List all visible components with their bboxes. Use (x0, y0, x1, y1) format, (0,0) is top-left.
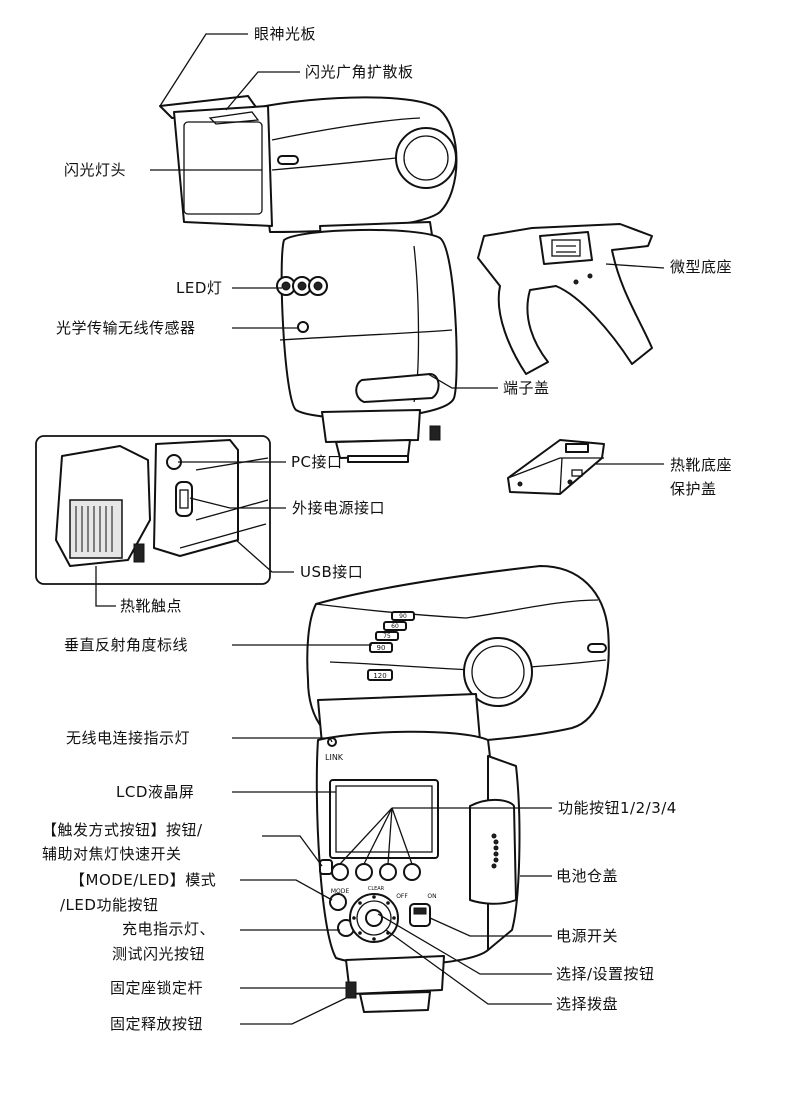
label-wide-panel: 闪光广角扩散板 (305, 63, 414, 81)
label-terminal-cover: 端子盖 (503, 379, 550, 397)
label-ready-2: 测试闪光按钮 (112, 945, 206, 963)
angle-mark-2: 60 (391, 623, 399, 630)
label-lcd: LCD液晶屏 (116, 783, 195, 801)
label-optical-sensor: 光学传输无线传感器 (56, 319, 196, 337)
label-ext-power: 外接电源接口 (292, 499, 386, 517)
angle-mark-3: 75 (383, 633, 391, 640)
label-set-button: 选择/设置按钮 (556, 965, 655, 983)
link-mark: LINK (325, 753, 344, 762)
hotshoe-cap-illustration (507, 439, 605, 495)
power-switch (409, 903, 431, 927)
label-ready-1: 充电指示灯、 (122, 920, 216, 938)
label-flash-head: 闪光灯头 (64, 161, 127, 179)
terminal-cover (355, 373, 440, 403)
label-trigger-button-1: 【触发方式按钮】按钮/ (42, 821, 203, 839)
on-mark: ON (427, 893, 436, 900)
lcd-screen (329, 779, 439, 859)
top-flash-illustration (159, 95, 458, 463)
label-lock-lever: 固定座锁定杆 (110, 979, 204, 997)
inset-ports-box (35, 435, 271, 585)
label-mode-button-2: /LED功能按钮 (60, 896, 159, 914)
label-bounce-scale: 垂直反射角度标线 (64, 636, 189, 654)
off-mark: OFF (396, 893, 408, 900)
label-mode-button-1: 【MODE/LED】模式 (70, 871, 217, 889)
angle-mark-5: 120 (373, 672, 386, 680)
label-hotshoe-cap-1: 热靴底座 (670, 456, 733, 474)
label-pc-port: PC接口 (291, 453, 343, 471)
label-function-buttons: 功能按钮1/2/3/4 (558, 799, 677, 817)
label-select-dial: 选择拨盘 (556, 995, 619, 1013)
angle-mark-1: 90 (399, 613, 407, 620)
flash-head-front (173, 105, 273, 227)
label-mini-stand: 微型底座 (670, 258, 733, 276)
label-led: LED灯 (176, 279, 223, 297)
angle-mark-4: 90 (377, 644, 386, 652)
label-catchlight-panel: 眼神光板 (254, 25, 317, 43)
label-trigger-button-2: 辅助对焦灯快速开关 (42, 845, 182, 863)
bottom-flash-illustration (306, 565, 610, 1013)
label-wireless-link: 无线电连接指示灯 (66, 729, 191, 747)
label-hotshoe-contacts: 热靴触点 (120, 597, 183, 615)
flash-body (280, 228, 458, 420)
clear-mark: CLEAR (368, 886, 385, 892)
mode-mark: MODE (331, 888, 350, 895)
label-usb: USB接口 (300, 563, 364, 581)
label-release-button: 固定释放按钮 (110, 1015, 204, 1033)
label-power-switch: 电源开关 (556, 927, 619, 945)
mini-stand-illustration (477, 223, 653, 375)
leader-lines (95, 33, 665, 1025)
label-battery-cover: 电池仓盖 (556, 867, 619, 885)
label-hotshoe-cap-2: 保护盖 (670, 480, 717, 498)
